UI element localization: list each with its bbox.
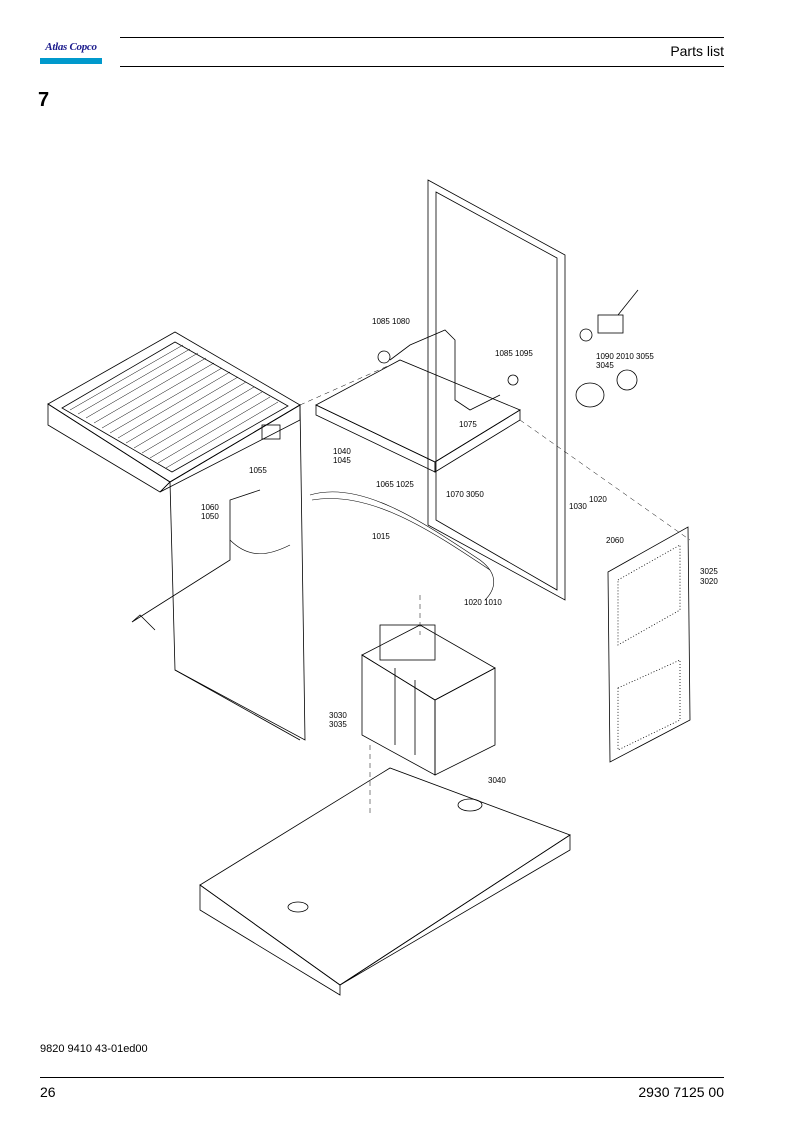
document-id: 9820 9410 43-01ed00 (40, 1043, 148, 1055)
callout: 3045 (596, 361, 614, 370)
header-top-rule (120, 37, 724, 38)
callout: 1075 (459, 420, 477, 429)
logo-text: Atlas Copco (45, 41, 97, 53)
callout: 1085 1080 (372, 317, 410, 326)
callout: 1065 1025 (376, 480, 414, 489)
callout: 1070 3050 (446, 490, 484, 499)
atlas-copco-logo: Atlas Copco (40, 38, 102, 68)
section-number: 7 (38, 89, 50, 111)
side-panel (131, 404, 306, 741)
callout: 3040 (488, 776, 506, 785)
header-bottom-rule (120, 66, 724, 67)
page-number: 26 (40, 1084, 56, 1100)
callout: 1050 (201, 512, 219, 521)
callout: 3020 (700, 577, 718, 586)
part-number: 2930 7125 00 (638, 1084, 724, 1100)
base-frame (199, 767, 571, 996)
logo-bar (40, 58, 102, 64)
perforated-panel (607, 526, 691, 763)
callout: 1040 (333, 447, 351, 456)
hoses (229, 491, 495, 601)
callout: 1015 (372, 532, 390, 541)
callout: 1020 (589, 495, 607, 504)
document-title: Parts list (670, 43, 724, 59)
footer-rule (40, 1077, 724, 1078)
callout: 1020 1010 (464, 598, 502, 607)
top-plate (315, 329, 521, 473)
callout: 3035 (329, 720, 347, 729)
callout: 1055 (249, 466, 267, 475)
callout: 1060 (201, 503, 219, 512)
callout: 1085 1095 (495, 349, 533, 358)
construction-lines (299, 364, 691, 815)
callout: 2060 (606, 536, 624, 545)
transformer (361, 624, 496, 776)
callout: 3025 (700, 567, 718, 576)
callout: 1030 (569, 502, 587, 511)
frame-panel (427, 179, 566, 601)
callout: 1090 2010 3055 (596, 352, 654, 361)
callout: 3030 (329, 711, 347, 720)
ball-valve (575, 289, 639, 408)
callout: 1045 (333, 456, 351, 465)
